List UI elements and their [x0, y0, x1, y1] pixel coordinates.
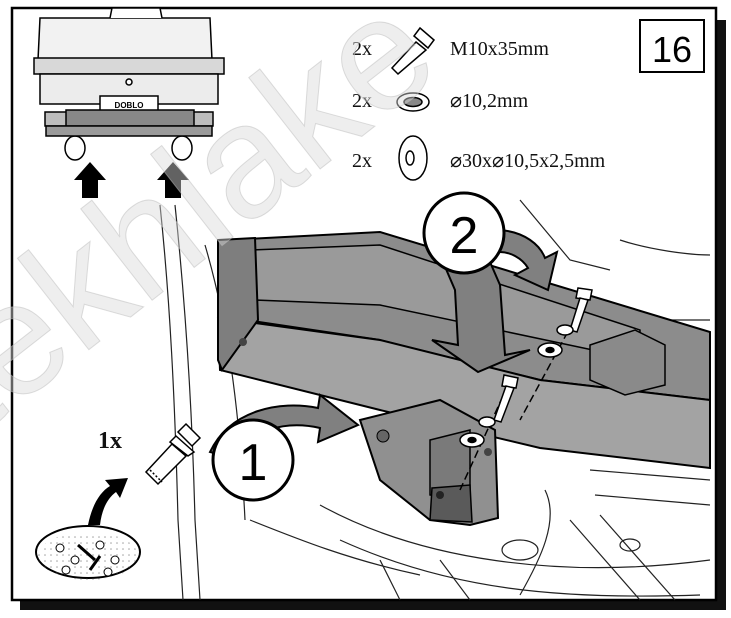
part-spec-1: M10x35mm [450, 38, 549, 60]
bolt-icon [390, 26, 436, 76]
part-qty-1: 2x [352, 38, 372, 60]
part-qty-2: 2x [352, 90, 372, 112]
collar-bolt-qty: 1x [98, 428, 122, 454]
thumbnail-arrows [74, 162, 189, 198]
vehicle-badge: DOBLO [115, 101, 144, 110]
part-spec-2: ⌀10,2mm [450, 90, 529, 112]
callout-step1-label: 1 [239, 434, 268, 492]
step-number: 16 [652, 29, 692, 70]
callout-step2-label: 2 [450, 207, 479, 265]
callout-step2: 2 [422, 191, 506, 275]
flat-washer-icon [398, 135, 428, 181]
bowl-arrow [88, 478, 128, 525]
step2-arrow-right [499, 228, 559, 292]
parts-bowl [35, 525, 141, 580]
part-spec-3: ⌀30x⌀10,5x2,5mm [450, 150, 606, 172]
step2-arrow-down [431, 253, 531, 374]
vehicle-rear-thumbnail: DOBLO [33, 7, 225, 161]
callout-step1: 1 [211, 418, 295, 502]
collar-bolt-icon [144, 422, 202, 486]
beam-bolts [459, 287, 593, 491]
step-number-box: 16 [639, 19, 705, 73]
spring-washer-icon [396, 92, 430, 112]
beam-hole [239, 338, 247, 346]
part-qty-3: 2x [352, 150, 372, 172]
parts-list: 2x M10x35mm 2x ⌀10,2mm 2x ⌀30x⌀10,5x2,5m… [352, 26, 606, 181]
mounting-bracket [358, 398, 500, 527]
